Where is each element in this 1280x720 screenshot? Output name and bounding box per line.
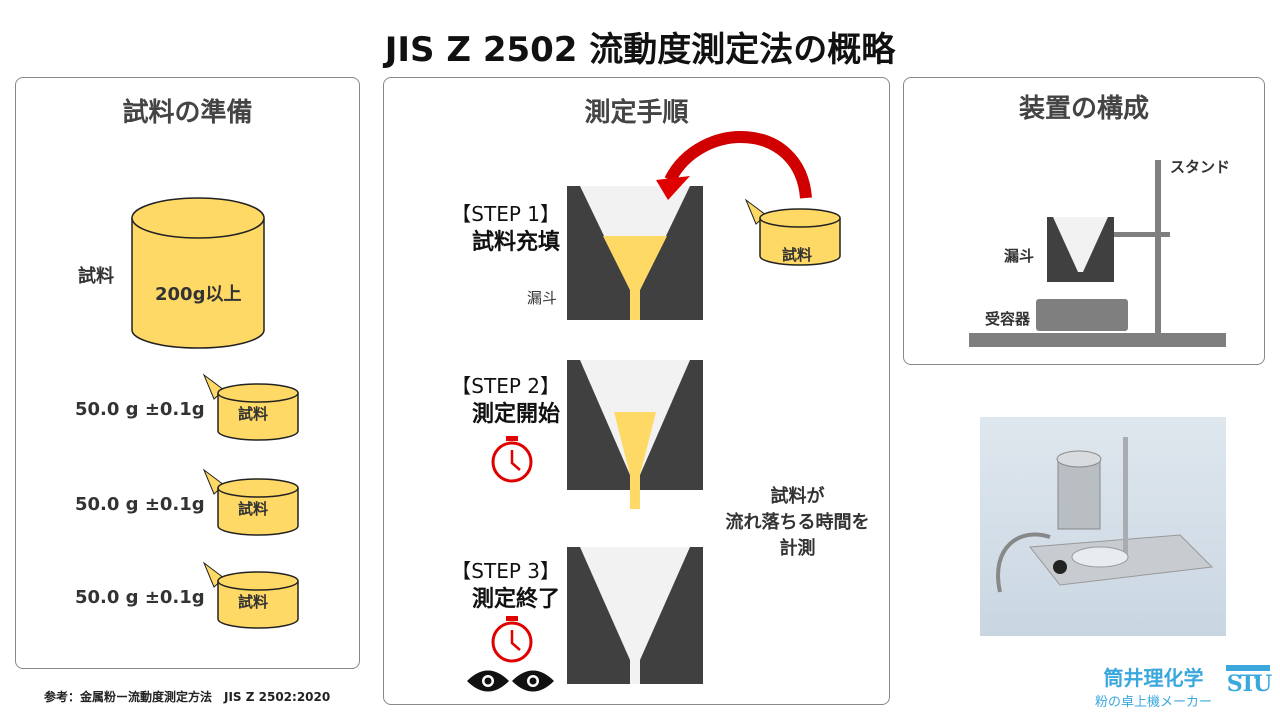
sample-can-icon <box>202 561 299 629</box>
step-1: 【STEP 1】試料充填 <box>450 200 560 257</box>
step-tag: 【STEP 1】 <box>451 202 560 226</box>
curved-arrow-icon <box>656 131 812 200</box>
stopwatch-icon <box>491 616 533 663</box>
panel-title: 測定手順 <box>584 98 689 128</box>
step-2: 【STEP 2】測定開始 <box>450 372 560 429</box>
logo-name: 筒井理化学 <box>1103 666 1204 690</box>
weight-spec: 50.0 g ±0.1g <box>75 587 205 608</box>
sample-can-icon <box>202 468 299 536</box>
sample-can-icon <box>202 373 299 441</box>
stopwatch-icon <box>491 436 533 483</box>
step-3: 【STEP 3】測定終了 <box>450 557 560 614</box>
page-title: JIS Z 2502 流動度測定法の概略 <box>384 30 896 70</box>
company-logo: 筒井理化学 粉の卓上機メーカー <box>1095 662 1212 710</box>
logo-mark: STU <box>1226 665 1272 709</box>
note-line: 流れ落ちる時間を <box>725 512 870 533</box>
step-name: 試料充填 <box>471 230 560 255</box>
step-tag: 【STEP 3】 <box>451 559 560 583</box>
sample-prep-panel: 試料の準備 <box>15 77 360 669</box>
can-label: 試料 <box>238 405 269 423</box>
device-diagram <box>969 160 1226 347</box>
funnel-step2-icon <box>567 360 703 509</box>
sample-label: 試料 <box>78 266 114 287</box>
note-line: 計測 <box>779 538 816 559</box>
panel-title: 装置の構成 <box>1018 94 1149 124</box>
receiver-label: 受容器 <box>985 310 1031 328</box>
can-label: 試料 <box>238 500 269 518</box>
sample-amount: 200g以上 <box>155 284 242 305</box>
stand-label: スタンド <box>1170 158 1231 176</box>
sample-cylinder-icon <box>131 197 265 349</box>
weight-spec: 50.0 g ±0.1g <box>75 399 205 420</box>
sample-can-icon <box>744 198 841 266</box>
funnel-step1-icon <box>567 186 703 320</box>
funnel-step3-icon <box>567 547 703 684</box>
funnel-label: 漏斗 <box>1004 247 1035 265</box>
can-label: 試料 <box>782 246 813 264</box>
logo-tagline: 粉の卓上機メーカー <box>1095 695 1213 710</box>
funnel-label: 漏斗 <box>527 289 558 307</box>
reference-text: 参考：金属粉ー流動度測定方法 JIS Z 2502:2020 <box>44 690 331 704</box>
eye-icon <box>467 670 554 692</box>
step-name: 測定終了 <box>471 587 560 612</box>
device-photo <box>980 417 1226 636</box>
step-tag: 【STEP 2】 <box>451 374 560 398</box>
note-line: 試料が <box>770 486 825 507</box>
panel-title: 試料の準備 <box>122 98 253 128</box>
weight-spec: 50.0 g ±0.1g <box>75 494 205 515</box>
measure-note: 試料が 流れ落ちる時間を 計測 <box>700 484 895 562</box>
can-label: 試料 <box>238 593 269 611</box>
step-name: 測定開始 <box>471 402 560 427</box>
